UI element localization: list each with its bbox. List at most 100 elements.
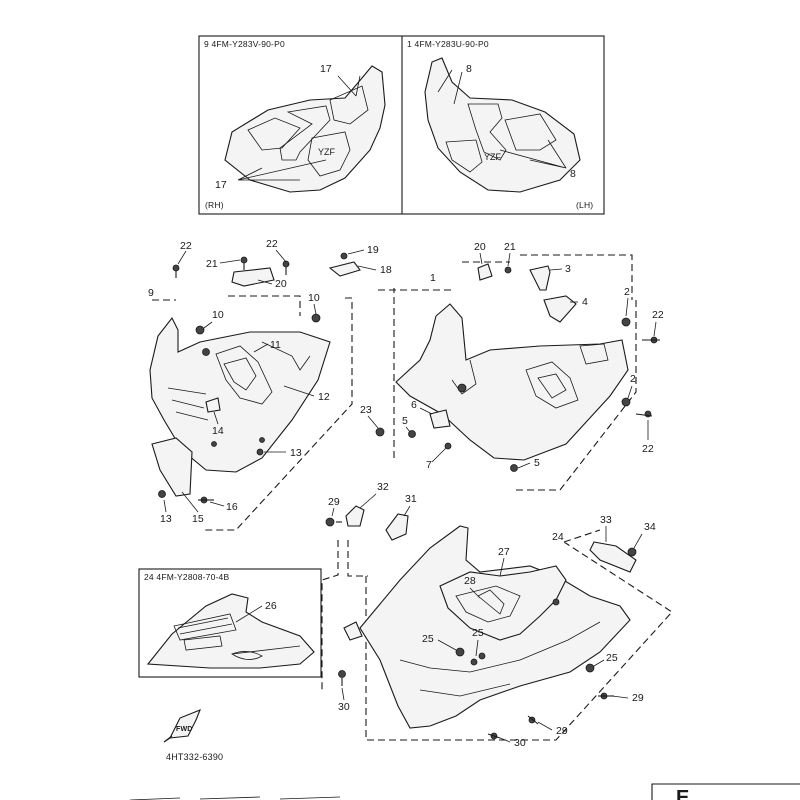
inset-lower-caption: 24 4FM-Y2808-70-4B — [144, 572, 229, 582]
leader-14 — [213, 411, 219, 425]
leader-2b — [627, 385, 633, 399]
lower-assembly-boundary — [321, 529, 673, 741]
callout-17a: 17 — [320, 63, 332, 75]
lower-fasteners — [325, 505, 637, 740]
leader-30a — [341, 687, 345, 701]
leader-18 — [357, 265, 377, 271]
callout-28: 28 — [464, 575, 476, 587]
fwd-label: FWD — [176, 726, 193, 733]
callout-2b: 2 — [630, 373, 636, 385]
inset-lh-caption: 1 4FM-Y283U-90-P0 — [407, 39, 489, 49]
callout-33: 33 — [600, 514, 612, 526]
callout-22a: 22 — [180, 240, 192, 252]
callout-20a: 20 — [275, 278, 287, 290]
callout-18: 18 — [380, 264, 392, 276]
callout-3: 3 — [565, 263, 571, 275]
leader-22c — [653, 321, 657, 337]
callout-31: 31 — [405, 493, 417, 505]
callout-30b: 30 — [514, 737, 526, 749]
lh-side-cowling-part — [395, 303, 629, 461]
rh-assembly-boundary — [152, 297, 353, 531]
leader-21b — [507, 252, 511, 267]
leader-31 — [403, 505, 411, 517]
leader-25c — [593, 659, 605, 667]
leader-27 — [499, 557, 505, 577]
callout-19: 19 — [367, 244, 379, 256]
callout-21b: 21 — [504, 241, 516, 253]
callout-29b: 29 — [632, 692, 644, 704]
leader-29c — [537, 721, 553, 731]
leader-12 — [283, 385, 315, 397]
callout-8a: 8 — [466, 63, 472, 75]
callout-16: 16 — [226, 501, 238, 513]
callout-10a: 10 — [308, 292, 320, 304]
callout-13b: 13 — [160, 513, 172, 525]
callout-21a: 21 — [206, 258, 218, 270]
lower-cowling-part — [359, 525, 631, 729]
leader-20a — [257, 279, 273, 285]
callout-11: 11 — [270, 339, 281, 351]
inset-rh-side: (RH) — [205, 200, 224, 210]
callout-22c: 22 — [652, 309, 664, 321]
callout-17b: 17 — [215, 179, 227, 191]
leader-13b — [163, 499, 167, 513]
callout-13a: 13 — [290, 447, 302, 459]
rh-side-cowling-part — [149, 316, 331, 473]
inset-rh-caption: 9 4FM-Y283V-90-P0 — [204, 39, 285, 49]
svg-text:YZF: YZF — [318, 147, 336, 157]
callout-20b: 20 — [474, 241, 486, 253]
footer-code: 4HT332-6390 — [166, 752, 223, 762]
callout-34: 34 — [644, 521, 656, 533]
leader-5b — [517, 462, 531, 469]
callout-29c: 29 — [556, 725, 568, 737]
callout-25b: 25 — [472, 627, 484, 639]
leader-7 — [431, 447, 447, 463]
callout-12: 12 — [318, 391, 330, 403]
rh-side-cowling-graphic: YZF — [224, 65, 386, 193]
leader-25a — [437, 639, 457, 651]
callout-9: 9 — [148, 287, 154, 299]
page-tab-frame — [651, 783, 800, 800]
callout-5b: 5 — [534, 457, 540, 469]
leader-20b — [479, 252, 483, 265]
callout-24: 24 — [552, 531, 564, 543]
lh-assembly-boundary — [378, 254, 637, 491]
callout-27: 27 — [498, 546, 510, 558]
leader-28 — [469, 587, 481, 599]
callout-30a: 30 — [338, 701, 350, 713]
leader-23 — [367, 415, 379, 429]
leader-16 — [209, 501, 225, 507]
leader-26 — [235, 605, 263, 623]
leader-17a — [337, 75, 361, 97]
leader-34 — [633, 533, 643, 549]
leader-29a — [331, 507, 335, 517]
rh-fasteners — [151, 252, 361, 504]
callout-25c: 25 — [606, 652, 618, 664]
callout-25a: 25 — [422, 633, 434, 645]
callout-4: 4 — [582, 296, 588, 308]
lh-side-cowling-graphic: YZF — [424, 57, 581, 193]
callout-15: 15 — [192, 513, 204, 525]
leader-2a — [625, 297, 629, 317]
leader-10a — [313, 303, 317, 315]
leader-29b — [611, 695, 629, 699]
callout-7: 7 — [426, 459, 432, 471]
fwd-arrow — [163, 709, 201, 743]
callout-8b: 8 — [570, 168, 576, 180]
callout-22b: 22 — [266, 238, 278, 250]
leader-22a — [177, 250, 187, 265]
callout-10b: 10 — [212, 309, 224, 321]
callout-26: 26 — [265, 600, 277, 612]
leader-11 — [253, 343, 269, 353]
leader-8b — [499, 139, 567, 169]
leader-5a — [405, 426, 411, 433]
leader-6 — [419, 407, 433, 415]
leader-3 — [549, 268, 563, 271]
callout-2a: 2 — [624, 286, 630, 298]
leader-21a — [219, 259, 241, 264]
callout-29a: 29 — [328, 496, 340, 508]
page-tab-letter: E — [676, 787, 689, 800]
lower-cowling-decal-graphic — [146, 593, 315, 669]
lh-fasteners — [375, 263, 660, 472]
